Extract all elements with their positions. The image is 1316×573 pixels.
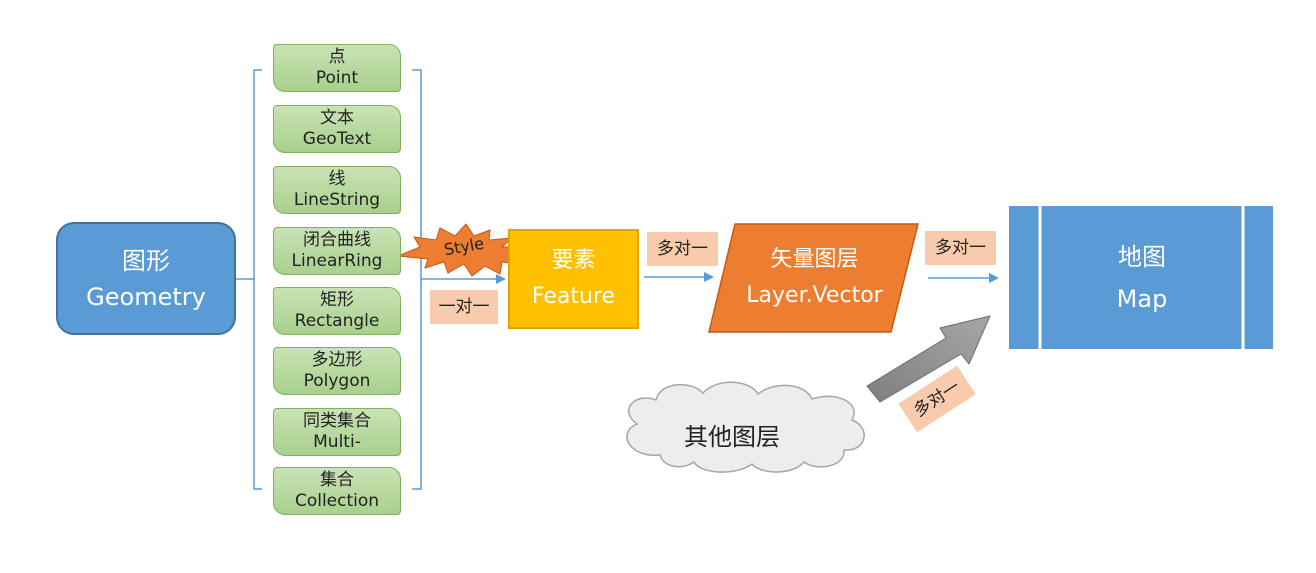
geometry-type-cn: 线	[328, 169, 346, 189]
layer-vector-shape	[708, 223, 919, 333]
map-title-en: Map	[1116, 284, 1168, 313]
geometry-type-cn: 矩形	[320, 290, 354, 310]
left-bracket	[253, 69, 262, 490]
geometry-type-en: LineString	[293, 190, 381, 210]
other-layers-label: 其他图层	[684, 423, 780, 451]
geometry-type-en: Rectangle	[294, 311, 380, 331]
geometry-title-en: Geometry	[86, 282, 206, 311]
geometry-type-en: GeoText	[302, 129, 372, 149]
map-node: 地图 Map	[1042, 206, 1242, 349]
right-bracket	[412, 69, 422, 490]
geometry-type-multi: 同类集合 Multi-	[273, 408, 401, 456]
geometry-type-cn: 多边形	[311, 350, 363, 370]
geometry-type-en: Polygon	[303, 371, 371, 391]
relation-tag-feature-layer: 多对一	[647, 232, 718, 266]
relation-tag-one-to-one: 一对一	[430, 290, 498, 324]
geometry-type-en: Multi-	[313, 432, 361, 452]
geometry-type-linestring: 线 LineString	[273, 166, 401, 214]
geometry-type-cn: 闭合曲线	[303, 230, 371, 250]
layer-vector-node: 矢量图层 Layer.Vector	[712, 224, 917, 332]
geometry-type-collection: 集合 Collection	[273, 467, 401, 515]
layer-title-cn: 矢量图层	[770, 247, 859, 272]
geometry-type-cn: 文本	[320, 108, 354, 128]
geometry-type-en: Collection	[294, 491, 380, 511]
geometry-title-cn: 图形	[122, 246, 170, 275]
geometry-type-cn: 同类集合	[303, 411, 371, 431]
feature-node: 要素 Feature	[508, 229, 639, 329]
geometry-type-rectangle: 矩形 Rectangle	[273, 287, 401, 335]
feature-title-cn: 要素	[551, 248, 596, 273]
layer-title-en: Layer.Vector	[746, 283, 883, 308]
feature-title-en: Feature	[531, 284, 616, 309]
geometry-type-en: Point	[315, 68, 359, 88]
geometry-type-point: 点 Point	[273, 44, 401, 92]
other-to-map-arrow	[866, 315, 991, 403]
geometry-type-en: LinearRing	[291, 251, 383, 271]
relation-tag-layer-map: 多对一	[925, 231, 996, 265]
geometry-type-cn: 点	[328, 47, 346, 67]
geometry-node: 图形 Geometry	[56, 222, 236, 335]
map-shape	[1009, 206, 1273, 349]
map-title-cn: 地图	[1118, 242, 1166, 271]
geometry-type-geotext: 文本 GeoText	[273, 105, 401, 153]
geometry-type-polygon: 多边形 Polygon	[273, 347, 401, 395]
geometry-type-linearring: 闭合曲线 LinearRing	[273, 227, 401, 275]
other-layers-cloud	[626, 381, 865, 473]
geometry-type-cn: 集合	[320, 470, 354, 490]
